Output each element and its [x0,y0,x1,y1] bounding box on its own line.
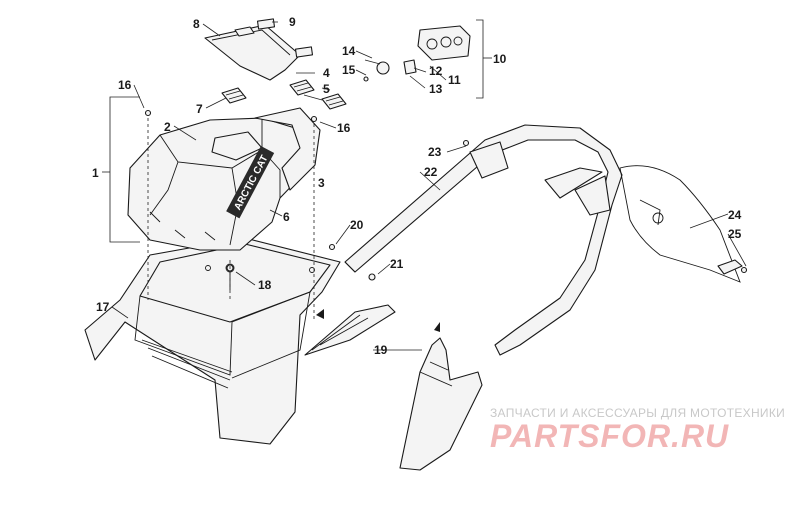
seat-cover: ARCTIC CAT [127,107,321,251]
callout-16-right: 16 [337,121,351,135]
callout-20: 20 [350,218,364,232]
callout-24: 24 [728,208,742,222]
taillight-assembly [363,25,471,82]
callout-11: 11 [448,73,461,87]
side-panels [304,304,483,471]
seat-base-tray [84,237,341,445]
callout-5: 5 [323,82,330,96]
hinge-plates [221,79,347,110]
callout-9: 9 [289,15,296,29]
leader-lines [102,21,747,351]
bracket-1 [109,96,140,243]
callout-10: 10 [493,52,507,66]
watermark-brand: PARTSFOR.RU [490,418,730,454]
callout-22: 22 [424,165,438,179]
callout-18: 18 [258,278,272,292]
callout-17: 17 [96,300,110,314]
watermark-subtitle: ЗАПЧАСТИ И АКСЕССУАРЫ ДЛЯ МОТОТЕХНИКИ [490,406,786,420]
callout-labels: 1 2 3 4 5 6 7 8 9 10 11 12 13 14 15 16 1… [92,15,742,357]
callout-23: 23 [428,145,442,159]
bracket-10 [476,19,484,99]
fasteners [144,109,748,281]
callout-6: 6 [283,210,290,224]
grab-bar [344,124,743,356]
callout-25: 25 [728,227,742,241]
alignment-lines [147,118,315,320]
callout-14: 14 [342,44,356,58]
callout-7: 7 [196,102,203,116]
callout-21: 21 [390,257,404,271]
callout-8: 8 [193,17,200,31]
callout-4: 4 [323,66,330,80]
callout-2: 2 [164,120,171,134]
callout-3: 3 [318,176,325,190]
callout-1: 1 [92,166,99,180]
callout-16-left: 16 [118,78,132,92]
callout-13: 13 [429,82,443,96]
callout-19: 19 [374,343,388,357]
seat-lid [204,18,314,81]
callout-12: 12 [429,64,443,78]
callout-15: 15 [342,63,356,77]
